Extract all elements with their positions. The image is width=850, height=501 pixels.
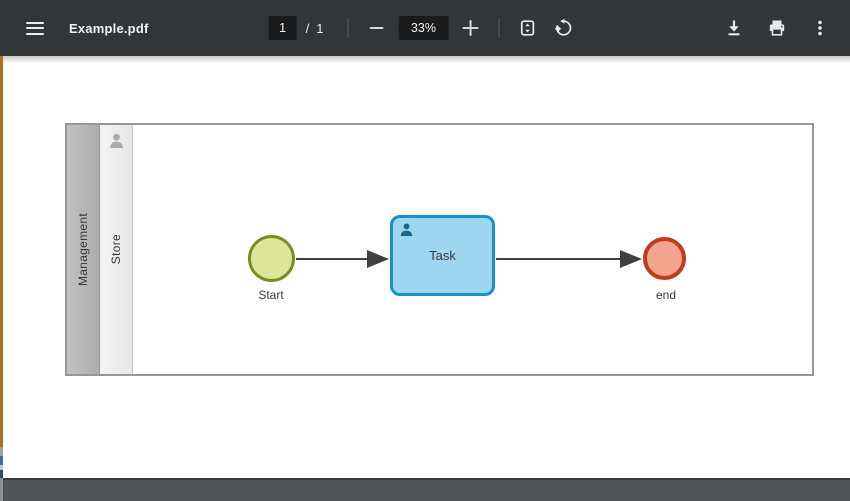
- task-node: Task: [390, 215, 495, 296]
- window-edge-stripe: [0, 470, 3, 478]
- download-icon: [728, 20, 740, 36]
- toolbar-right-group: [716, 0, 838, 56]
- hamburger-icon: [26, 21, 44, 35]
- print-button[interactable]: [759, 10, 795, 46]
- viewer-bottom-bar: [0, 478, 850, 501]
- download-button[interactable]: [716, 10, 752, 46]
- page-total: 1: [316, 20, 324, 36]
- more-options-button[interactable]: [802, 10, 838, 46]
- window-edge-stripe: [0, 465, 3, 470]
- page-number-input[interactable]: [268, 16, 297, 40]
- end-event: [643, 237, 686, 280]
- task-label: Task: [429, 248, 456, 263]
- lane-person-icon: [110, 133, 123, 148]
- zoom-in-button[interactable]: [452, 10, 488, 46]
- sequence-flows: [296, 250, 642, 268]
- lane-label: Store: [109, 234, 123, 265]
- more-vertical-icon: [818, 20, 822, 36]
- window-edge-stripe: [0, 56, 3, 447]
- lane-store: Store: [100, 125, 133, 374]
- page-separator: /: [305, 20, 310, 36]
- rotate-button[interactable]: [545, 10, 581, 46]
- fit-to-page-icon: [520, 20, 535, 36]
- task-person-icon: [400, 223, 413, 236]
- bpmn-diagram: Management Store Start: [65, 123, 814, 376]
- minus-icon: [369, 27, 384, 29]
- toolbar-divider: [347, 18, 349, 38]
- toolbar-left-group: Example.pdf: [0, 0, 149, 56]
- zoom-level-input[interactable]: [398, 16, 449, 40]
- window-edge-stripe: [0, 447, 3, 456]
- window-edge-stripe: [0, 456, 3, 465]
- toolbar-divider: [498, 18, 500, 38]
- pool-management: Management: [67, 125, 100, 374]
- end-event-label: end: [655, 288, 677, 302]
- window-edge-stripe: [0, 478, 3, 501]
- toolbar-center-group: / 1: [268, 0, 582, 56]
- pool-label: Management: [76, 212, 90, 287]
- zoom-out-button[interactable]: [358, 10, 394, 46]
- pdf-toolbar: Example.pdf / 1: [0, 0, 850, 56]
- fit-to-page-button[interactable]: [509, 10, 545, 46]
- plus-icon: [462, 20, 479, 36]
- document-title: Example.pdf: [69, 20, 149, 36]
- print-icon: [769, 20, 785, 36]
- lane-content: Start Task end: [133, 125, 814, 374]
- start-event-label: Start: [258, 288, 284, 302]
- rotate-counterclockwise-icon: [554, 18, 572, 36]
- start-event: [248, 235, 295, 282]
- pdf-page: Management Store Start: [0, 56, 850, 478]
- menu-button[interactable]: [17, 10, 53, 46]
